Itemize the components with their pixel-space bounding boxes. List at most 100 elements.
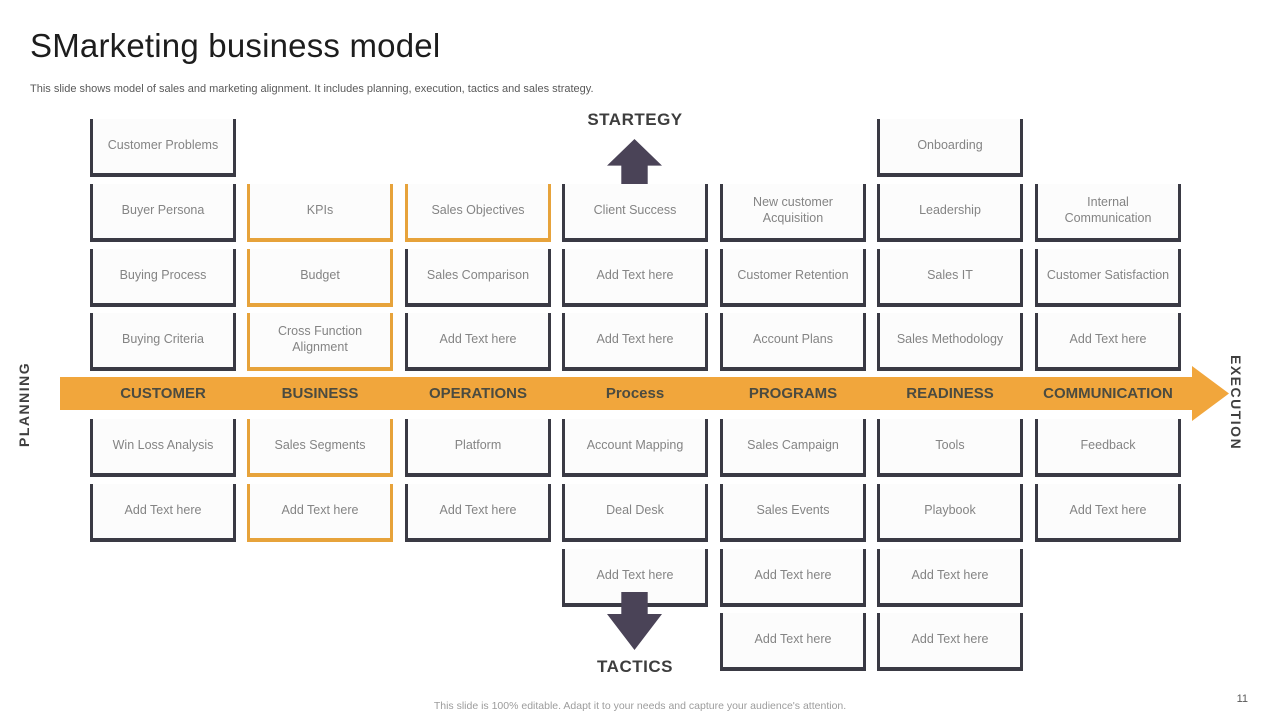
model-box[interactable]: Buying Criteria [90, 313, 236, 371]
box-label: Buyer Persona [121, 203, 205, 218]
model-box[interactable]: Add Text here [720, 549, 866, 607]
box-label: Customer Retention [737, 268, 849, 283]
model-box[interactable]: Deal Desk [562, 484, 708, 542]
box-label: Add Text here [596, 268, 674, 283]
box-label: Onboarding [917, 138, 983, 153]
box-label: Add Text here [281, 503, 359, 518]
model-box[interactable]: Add Text here [1035, 313, 1181, 371]
model-box[interactable]: Add Text here [562, 313, 708, 371]
box-label: Add Text here [596, 568, 674, 583]
box-label: Platform [454, 438, 502, 453]
model-box[interactable]: Add Text here [247, 484, 393, 542]
box-label: Win Loss Analysis [112, 438, 214, 453]
model-box[interactable]: Add Text here [877, 549, 1023, 607]
model-box[interactable]: Leadership [877, 184, 1023, 242]
model-box[interactable]: Add Text here [720, 613, 866, 671]
box-label: Add Text here [439, 503, 517, 518]
box-label: Sales Campaign [747, 438, 839, 453]
model-box[interactable]: Cross Function Alignment [247, 313, 393, 371]
box-label: Add Text here [439, 332, 517, 347]
model-box[interactable]: Tools [877, 419, 1023, 477]
page-number: 11 [1236, 693, 1248, 705]
phase-column-label: BUSINESS [281, 385, 359, 402]
box-label: Sales Segments [274, 438, 366, 453]
box-label: Playbook [924, 503, 976, 518]
model-box[interactable]: Onboarding [877, 119, 1023, 177]
phase-arrow-band [60, 377, 1193, 410]
box-label: Tools [935, 438, 965, 453]
tactics-label: TACTICS [597, 657, 673, 676]
model-box[interactable]: Win Loss Analysis [90, 419, 236, 477]
box-label: Internal Communication [1064, 195, 1152, 225]
model-box[interactable]: Buying Process [90, 249, 236, 307]
model-box[interactable]: Add Text here [562, 249, 708, 307]
box-label: Client Success [593, 203, 677, 218]
model-box[interactable]: Account Mapping [562, 419, 708, 477]
model-box[interactable]: Platform [405, 419, 551, 477]
model-box[interactable]: Client Success [562, 184, 708, 242]
box-label: Budget [300, 268, 340, 283]
box-label: Buying Process [119, 268, 207, 283]
slide-subtitle: This slide shows model of sales and mark… [30, 83, 594, 95]
box-label: Cross Function Alignment [277, 324, 363, 354]
phase-column-label: OPERATIONS [428, 385, 528, 402]
execution-label: EXECUTION [1228, 355, 1244, 451]
phase-column-label: COMMUNICATION [1043, 385, 1173, 402]
model-box[interactable]: Customer Retention [720, 249, 866, 307]
page-title: SMarketing business model [30, 27, 441, 64]
model-box[interactable]: Playbook [877, 484, 1023, 542]
model-box[interactable]: New customer Acquisition [720, 184, 866, 242]
phase-column-label: READINESS [906, 385, 994, 402]
model-box[interactable]: Sales Campaign [720, 419, 866, 477]
box-label: Account Plans [753, 332, 833, 347]
phase-column-label: PROGRAMS [748, 385, 838, 402]
model-box[interactable]: Sales Events [720, 484, 866, 542]
model-box[interactable]: Add Text here [877, 613, 1023, 671]
box-label: Add Text here [124, 503, 202, 518]
model-box[interactable]: Sales Comparison [405, 249, 551, 307]
model-box[interactable]: Buyer Persona [90, 184, 236, 242]
model-box[interactable]: Sales Methodology [877, 313, 1023, 371]
box-label: Leadership [919, 203, 981, 218]
model-box[interactable]: Add Text here [1035, 484, 1181, 542]
model-box[interactable]: Internal Communication [1035, 184, 1181, 242]
footer-note: This slide is 100% editable. Adapt it to… [433, 700, 847, 712]
model-box[interactable]: Sales Segments [247, 419, 393, 477]
box-label: Sales Events [756, 503, 830, 518]
model-box[interactable]: Add Text here [90, 484, 236, 542]
model-box[interactable]: Sales IT [877, 249, 1023, 307]
model-box[interactable]: Customer Satisfaction [1035, 249, 1181, 307]
phase-column-label: Process [605, 385, 665, 402]
box-label: Add Text here [1069, 503, 1147, 518]
model-box[interactable]: Add Text here [405, 313, 551, 371]
strategy-label: STARTEGY [587, 110, 683, 129]
phase-column-label: CUSTOMER [120, 385, 206, 402]
box-label: Buying Criteria [122, 332, 204, 347]
box-label: Add Text here [1069, 332, 1147, 347]
model-box[interactable]: Budget [247, 249, 393, 307]
arrow-right-icon [1192, 366, 1229, 421]
model-box[interactable]: Customer Problems [90, 119, 236, 177]
box-label: Add Text here [911, 632, 989, 647]
model-box[interactable]: Feedback [1035, 419, 1181, 477]
box-label: Add Text here [596, 332, 674, 347]
box-label: Customer Problems [107, 138, 219, 153]
box-label: Account Mapping [586, 438, 684, 453]
planning-label: PLANNING [16, 361, 32, 447]
model-box[interactable]: KPIs [247, 184, 393, 242]
box-label: Add Text here [754, 568, 832, 583]
box-label: Customer Satisfaction [1046, 268, 1170, 283]
model-box[interactable]: Sales Objectives [405, 184, 551, 242]
box-label: Deal Desk [606, 503, 664, 518]
box-label: Sales Methodology [896, 332, 1004, 347]
model-box[interactable]: Add Text here [405, 484, 551, 542]
box-label: Sales Objectives [431, 203, 525, 218]
model-box[interactable]: Account Plans [720, 313, 866, 371]
box-label: Add Text here [911, 568, 989, 583]
box-label: Sales IT [927, 268, 973, 283]
box-label: New customer Acquisition [753, 195, 833, 225]
arrow-up-icon [607, 139, 662, 185]
box-label: Feedback [1080, 438, 1136, 453]
box-label: Sales Comparison [426, 268, 530, 283]
